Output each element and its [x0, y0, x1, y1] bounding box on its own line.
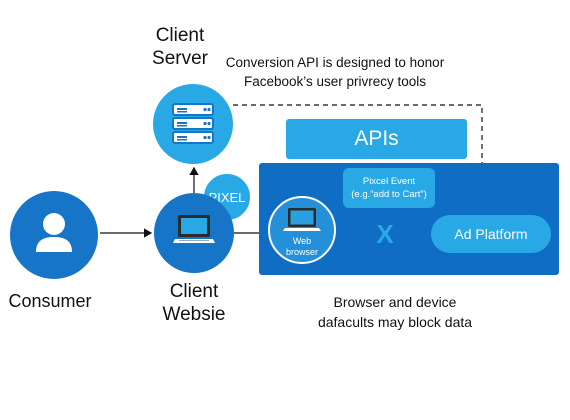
consumer-node: [10, 191, 98, 279]
client-website-label: Client Websie: [162, 281, 226, 325]
laptop-icon: [173, 215, 215, 243]
apis-label: APIs: [354, 127, 399, 150]
web-browser-label: Web browser: [285, 236, 318, 257]
consumer-label: Consumer: [8, 291, 92, 311]
client-server-label: Client Server: [152, 25, 208, 69]
conversion-api-note: Conversion API is designed to honor Face…: [225, 55, 445, 89]
ad-platform-label: Ad Platform: [454, 226, 528, 242]
apis-box: APIs: [286, 119, 467, 159]
blocked-x-mark: X: [376, 219, 394, 249]
web-browser-node: Web browser: [268, 196, 336, 264]
server-rack-icon: [172, 103, 214, 144]
client-website-node: [154, 193, 234, 273]
ad-platform-node: Ad Platform: [431, 215, 551, 253]
pixel-event-box: Pixcel Event (e.g.“add to Cart”): [343, 168, 435, 208]
laptop-icon: [283, 208, 321, 231]
user-icon: [36, 213, 72, 252]
block-data-note: Browser and device dafacults may block d…: [317, 294, 473, 330]
client-server-node: [153, 84, 233, 164]
pixel-event-label: Pixcel Event (e.g.“add to Cart”): [351, 176, 427, 200]
server-to-platform-dashed-arrow: [233, 104, 487, 193]
